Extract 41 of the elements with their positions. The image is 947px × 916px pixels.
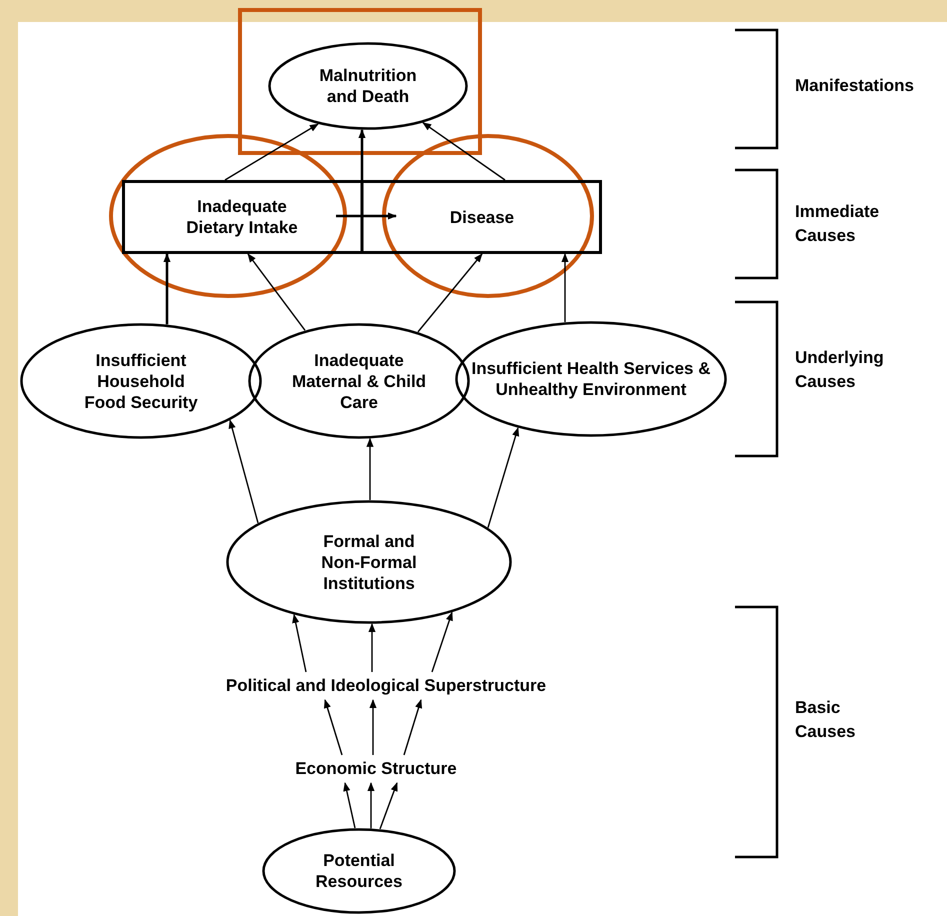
arrow xyxy=(247,253,306,331)
arrow xyxy=(379,782,398,830)
arrow xyxy=(163,253,171,324)
arrow xyxy=(367,782,375,828)
arrow xyxy=(336,212,397,220)
ellipse-node xyxy=(226,500,512,624)
level-label: Basic Causes xyxy=(795,697,856,743)
level-label: Immediate Causes xyxy=(795,201,880,247)
arrow xyxy=(561,253,569,322)
ellipse-node xyxy=(20,323,262,439)
node-label: Insufficient Health Services & Unhealthy Environment xyxy=(470,358,712,400)
node-label: Insufficient Household Food Security xyxy=(83,350,199,412)
arrow xyxy=(224,124,319,181)
node-label: Disease xyxy=(450,206,514,228)
arrow xyxy=(324,699,343,756)
ellipse-node xyxy=(268,42,468,130)
node-text: Economic Structure xyxy=(278,755,474,783)
split-box xyxy=(122,180,602,254)
node-label: Inadequate Dietary Intake xyxy=(185,196,299,238)
arrow xyxy=(292,614,307,672)
ellipse-node xyxy=(455,321,727,437)
node-label: Potential Resources xyxy=(314,850,404,892)
node-label: Malnutrition and Death xyxy=(318,65,418,107)
arrow xyxy=(403,699,422,756)
node-label: Formal and Non-Formal Institutions xyxy=(320,530,418,594)
arrow xyxy=(487,427,520,528)
arrow xyxy=(228,419,259,524)
arrow xyxy=(343,782,356,828)
ellipse-node xyxy=(262,828,456,914)
node-text: Political and Ideological Superstructure xyxy=(190,672,582,700)
arrow xyxy=(422,122,506,181)
level-label: Manifestations xyxy=(795,75,916,97)
arrow xyxy=(366,438,374,500)
arrow xyxy=(431,612,453,672)
arrow xyxy=(358,129,366,180)
level-label: Underlying Causes xyxy=(795,347,885,393)
arrow xyxy=(369,699,377,755)
ellipse-node xyxy=(248,323,470,439)
node-label: Inadequate Maternal & Child Care xyxy=(290,350,428,412)
arrow xyxy=(417,253,483,332)
arrow xyxy=(368,623,376,672)
